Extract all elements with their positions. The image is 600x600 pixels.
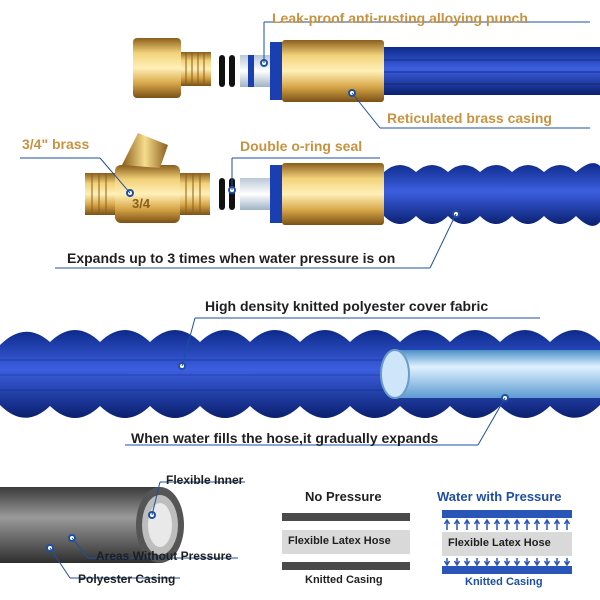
pressure-arrow-up (453, 518, 461, 530)
insert-tube-top (240, 55, 270, 87)
pressure-arrow-down (523, 558, 531, 567)
pressure-arrow-up (553, 518, 561, 530)
pressure-arrow-down (473, 558, 481, 567)
callout-alloying-punch: Leak-proof anti-rusting alloying punch (272, 10, 528, 26)
callout-brass: 3/4" brass (22, 136, 90, 152)
pressure-arrow-up (563, 518, 571, 530)
pressure-arrow-up (523, 518, 531, 530)
pressure-arrow-up (483, 518, 491, 530)
polyester-casing-label: Polyester Casing (78, 572, 176, 586)
female-connector (133, 38, 211, 98)
pressure-arrow-down (553, 558, 561, 567)
expands-gradually-caption: When water fills the hose,it gradually e… (131, 430, 439, 446)
areas-without-pressure-label: Areas Without Pressure (96, 549, 232, 563)
pressure-arrow-down (443, 558, 451, 567)
pressure-arrow-down (463, 558, 471, 567)
pressure-arrow-up (473, 518, 481, 530)
hose-expanded-top (384, 163, 600, 226)
pressure-arrow-down (543, 558, 551, 567)
o-rings-bottom (219, 178, 235, 210)
expands-caption: Expands up to 3 times when water pressur… (67, 250, 396, 266)
callout-oring-seal: Double o-ring seal (240, 138, 363, 154)
no-pressure-knitted-label: Knitted Casing (305, 574, 383, 586)
o-rings-top (219, 55, 235, 87)
brass-casing-top (270, 40, 384, 102)
pressure-arrow-up (463, 518, 471, 530)
valve-size-mark: 3/4 (132, 196, 151, 211)
no-pressure-title: No Pressure (305, 489, 382, 504)
callout-brass-casing: Reticulated brass casing (387, 110, 552, 126)
pressure-arrow-down (533, 558, 541, 567)
pressure-arrow-down (563, 558, 571, 567)
hose-top (384, 47, 600, 95)
pressure-arrow-down (513, 558, 521, 567)
cutaway-tube (0, 487, 184, 563)
with-pressure-title: Water with Pressure (437, 489, 562, 504)
pressure-arrow-up (443, 518, 451, 530)
inner-latex-tube (380, 349, 600, 399)
pressure-arrow-up (543, 518, 551, 530)
no-pressure-latex-label: Flexible Latex Hose (288, 535, 391, 547)
with-pressure-latex-label: Flexible Latex Hose (448, 537, 551, 549)
with-pressure-knitted-label: Knitted Casing (465, 576, 543, 588)
pressure-arrow-up (493, 518, 501, 530)
pressure-arrow-up (503, 518, 511, 530)
pressure-arrow-up (513, 518, 521, 530)
insert-tube-bottom (240, 178, 270, 210)
brass-casing-bottom (270, 163, 384, 225)
fabric-caption: High density knitted polyester cover fab… (205, 298, 489, 314)
with-pressure-diagram (442, 510, 572, 574)
no-pressure-diagram (282, 513, 410, 570)
pressure-arrow-down (453, 558, 461, 567)
pressure-arrow-down (493, 558, 501, 567)
pressure-arrow-up (533, 518, 541, 530)
pressure-arrow-down (503, 558, 511, 567)
pressure-arrow-down (483, 558, 491, 567)
flexible-inner-label: Flexible Inner (166, 473, 244, 487)
valve-fitting (85, 133, 210, 223)
